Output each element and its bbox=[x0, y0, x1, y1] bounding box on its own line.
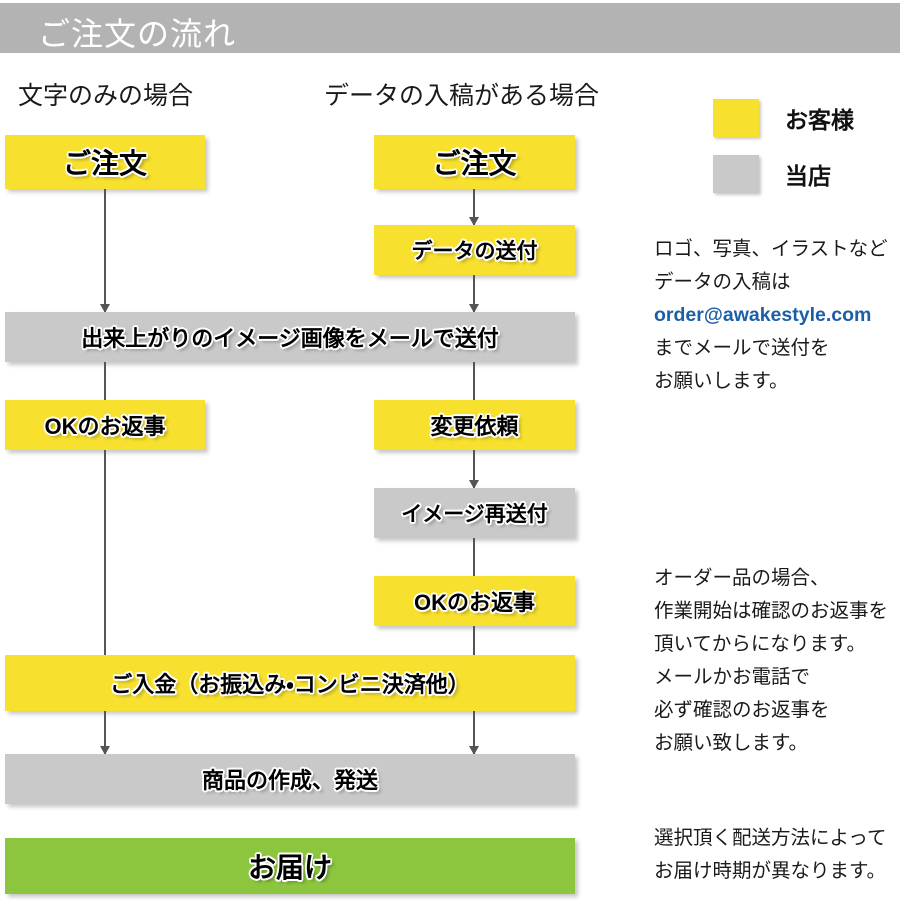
flow-box-label: ご入金（お振込み・コンビニ決済他） bbox=[110, 672, 470, 697]
flow-box-change-request[interactable]: 変更依頼 bbox=[374, 400, 575, 450]
legend-item-customer: お客様 bbox=[713, 99, 854, 137]
note-line: データの入稿は bbox=[654, 271, 791, 293]
note-data-submission: ロゴ、写真、イラストなど データの入稿は order@awakestyle.co… bbox=[654, 233, 900, 398]
note-line: 作業開始は確認のお返事を bbox=[654, 600, 889, 622]
arrow-right-ok-to-payment bbox=[473, 626, 475, 655]
arrow-change-request-to-resend bbox=[469, 450, 479, 489]
flow-box-payment[interactable]: ご入金（お振込み・コンビニ決済他） bbox=[5, 655, 575, 711]
legend-label-shop: 当店 bbox=[785, 163, 831, 189]
note-line: お願いします。 bbox=[654, 370, 789, 392]
email-link[interactable]: order@awakestyle.com bbox=[654, 304, 872, 326]
flow-box-data-submission[interactable]: データの送付 bbox=[374, 225, 575, 275]
arrow-left-order-to-image bbox=[100, 189, 110, 313]
flow-box-label: ご注文 bbox=[432, 148, 517, 179]
flow-box-label: ご注文 bbox=[62, 148, 147, 179]
arrow-image-to-change-request bbox=[473, 362, 475, 400]
note-line: オーダー品の場合、 bbox=[654, 567, 830, 589]
note-line: ロゴ、写真、イラストなど bbox=[654, 238, 888, 260]
legend-item-shop: 当店 bbox=[713, 155, 831, 193]
arrow-right-order-to-data-send bbox=[469, 189, 479, 226]
flow-box-image-preview-sent[interactable]: 出来上がりのイメージ画像をメールで送付 bbox=[5, 312, 575, 362]
note-line: お届け時期が異なります。 bbox=[654, 860, 887, 882]
flow-box-right-ok-reply[interactable]: OKのお返事 bbox=[374, 576, 575, 626]
note-shipping: 選択頂く配送方法によって お届け時期が異なります。 bbox=[654, 822, 900, 888]
column-caption-text-only: 文字のみの場合 bbox=[18, 82, 194, 110]
flow-box-right-order[interactable]: ご注文 bbox=[374, 135, 575, 189]
arrow-payment-to-production-left bbox=[100, 711, 110, 755]
legend-label-customer: お客様 bbox=[785, 107, 854, 133]
flow-box-label: お届け bbox=[247, 852, 332, 883]
flow-box-left-order[interactable]: ご注文 bbox=[5, 135, 205, 189]
flow-box-label: 変更依頼 bbox=[430, 414, 519, 439]
legend-swatch-customer bbox=[713, 99, 759, 137]
note-line: 選択頂く配送方法によって bbox=[654, 827, 887, 849]
flow-box-left-ok-reply[interactable]: OKのお返事 bbox=[5, 400, 205, 450]
flow-box-label: 商品の作成、発送 bbox=[201, 768, 378, 793]
flow-box-image-resend[interactable]: イメージ再送付 bbox=[374, 488, 575, 538]
note-order-confirmation: オーダー品の場合、 作業開始は確認のお返事を 頂いてからになります。 メールかお… bbox=[654, 562, 900, 760]
flow-box-label: OKのお返事 bbox=[44, 414, 166, 439]
flow-box-label: OKのお返事 bbox=[413, 590, 535, 615]
arrow-resend-to-ok bbox=[473, 538, 475, 576]
note-line: までメールで送付を bbox=[654, 337, 830, 359]
arrow-image-to-left-ok bbox=[104, 362, 106, 400]
page-header-bar bbox=[0, 3, 900, 53]
note-line: お願い致します。 bbox=[654, 732, 809, 754]
column-caption-with-data-file: データの入稿がある場合 bbox=[324, 82, 600, 110]
arrow-left-ok-to-payment bbox=[104, 450, 106, 655]
flow-box-label: データの送付 bbox=[411, 240, 538, 263]
flow-box-label: 出来上がりのイメージ画像をメールで送付 bbox=[81, 326, 499, 351]
flow-box-production-shipping[interactable]: 商品の作成、発送 bbox=[5, 754, 575, 804]
arrow-data-send-to-image bbox=[469, 275, 479, 313]
note-line: メールかお電話で bbox=[654, 666, 811, 688]
page-title: ご注文の流れ bbox=[38, 16, 237, 52]
note-line: 頂いてからになります。 bbox=[654, 633, 866, 655]
flow-box-label: イメージ再送付 bbox=[401, 503, 548, 526]
note-line: 必ず確認のお返事を bbox=[654, 699, 830, 721]
arrow-payment-to-production-right bbox=[469, 711, 479, 755]
flow-box-delivery[interactable]: お届け bbox=[5, 838, 575, 894]
legend-swatch-shop bbox=[713, 155, 759, 193]
